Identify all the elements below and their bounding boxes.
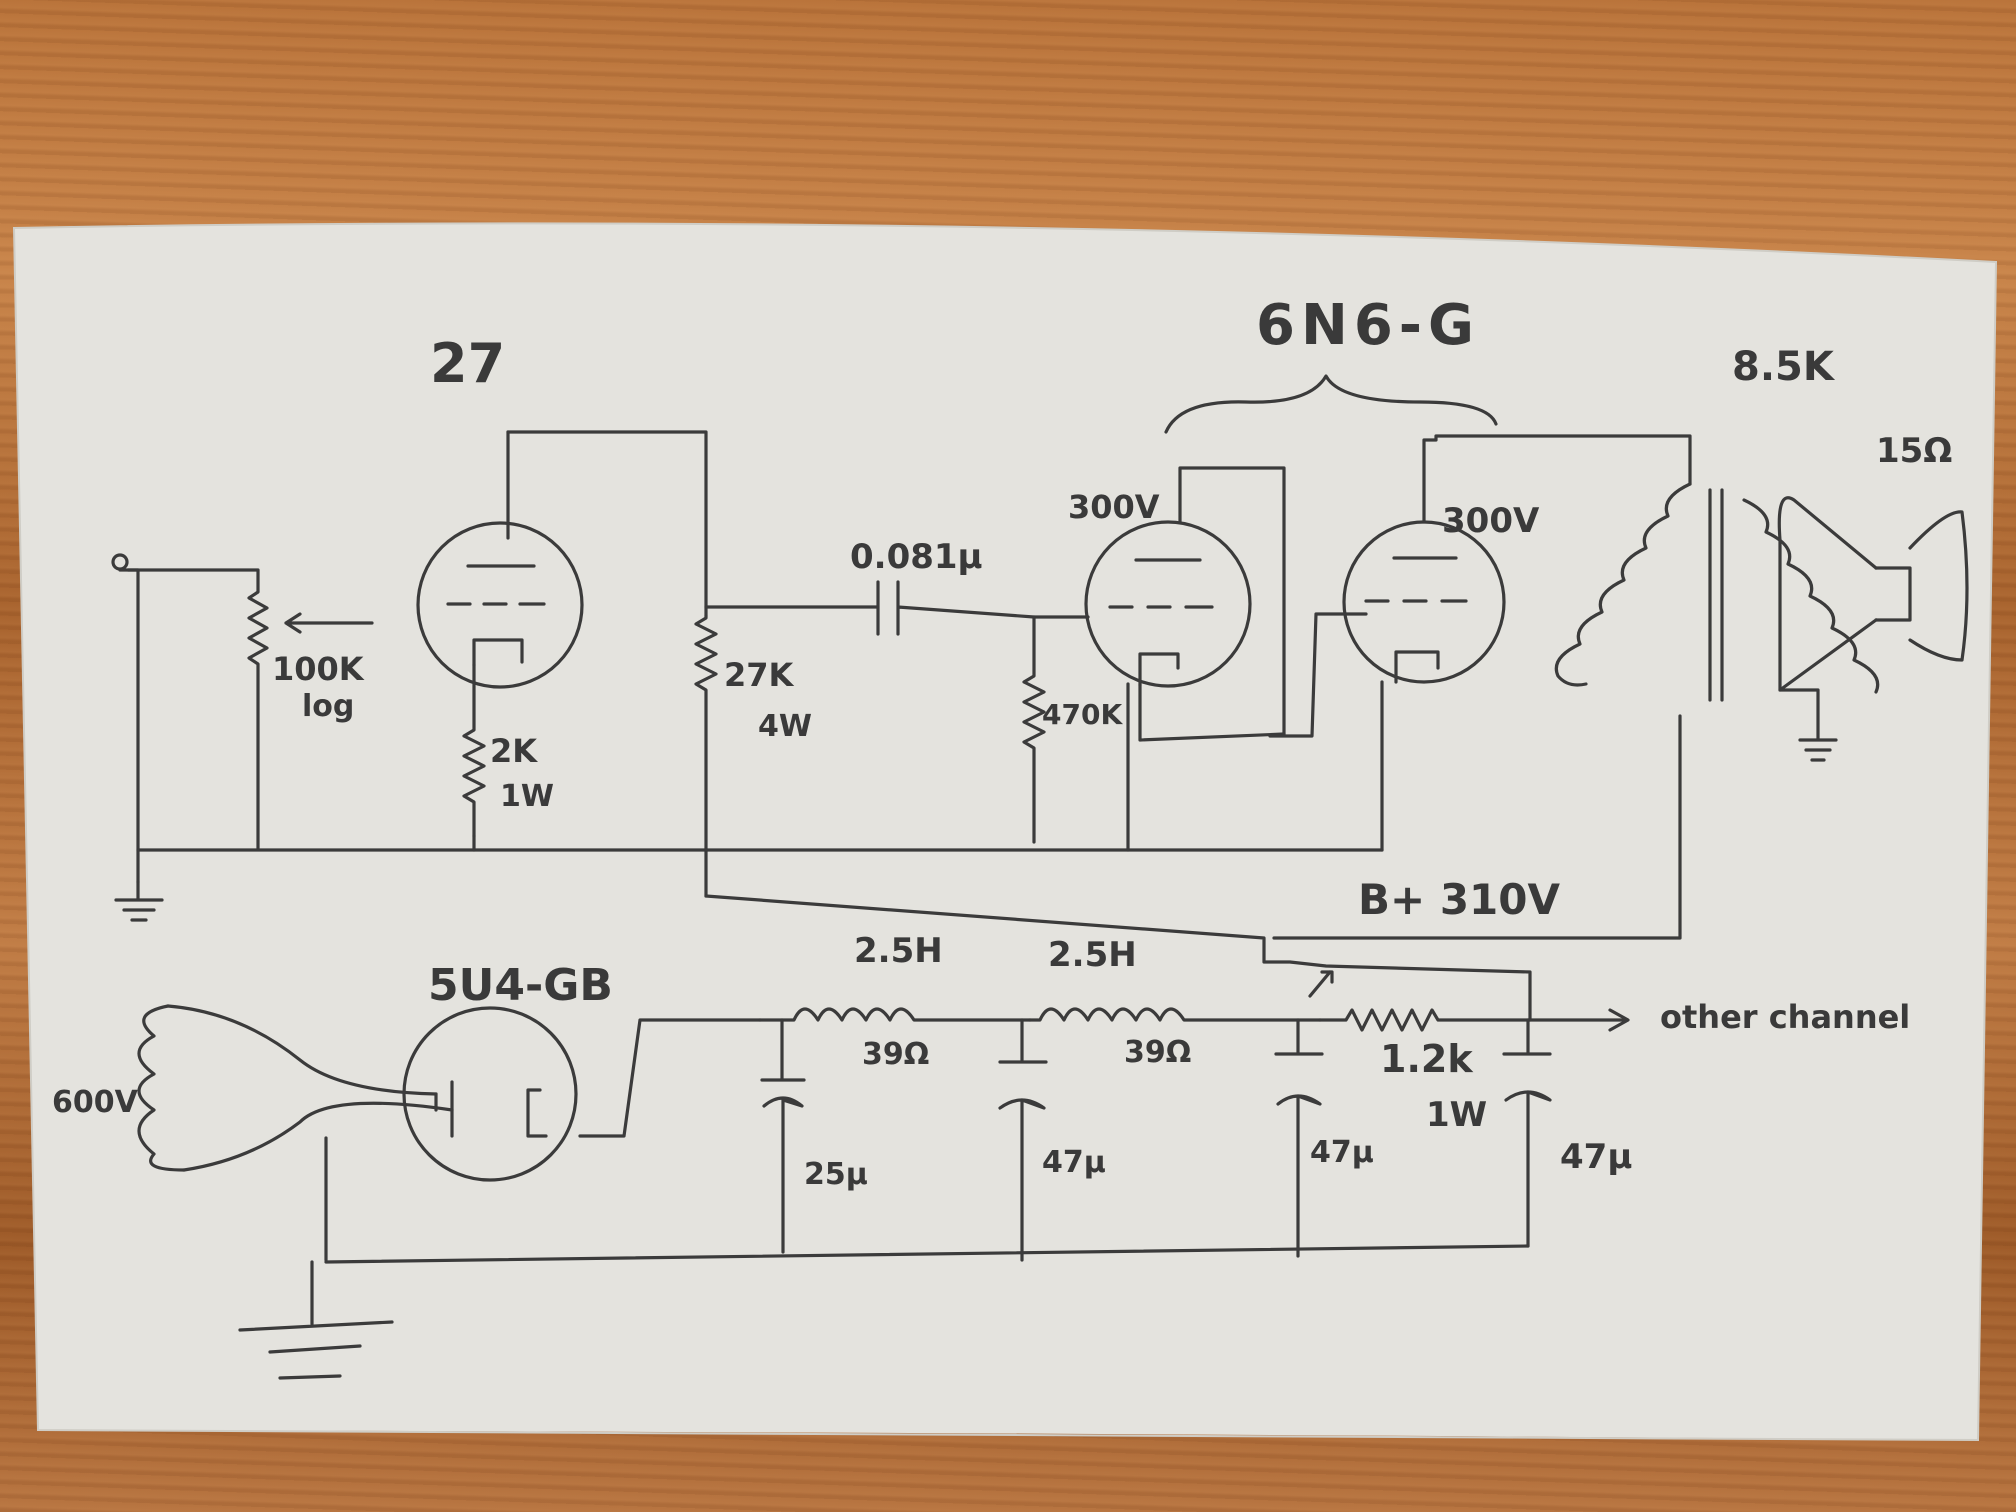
label-dropping-r: 1.2k xyxy=(1380,1037,1473,1081)
filter-capacitor-1 xyxy=(760,1018,806,1254)
label-tube-6n6g: 6N6-G xyxy=(1256,293,1480,358)
grid-resistor xyxy=(1022,615,1046,844)
label-plate-v1: 300V xyxy=(1068,488,1160,526)
label-speaker: 15Ω xyxy=(1876,431,1952,471)
label-plate-v2: 300V xyxy=(1442,501,1540,541)
brace xyxy=(1164,374,1498,434)
label-plate-r: 27K xyxy=(724,656,795,694)
filter-capacitor-3 xyxy=(1274,1018,1324,1258)
label-pot: 100K xyxy=(272,650,365,688)
label-cap1: 25µ xyxy=(804,1157,868,1192)
label-b-plus: B+ 310V xyxy=(1358,875,1560,924)
label-plate-r-w: 4W xyxy=(758,709,812,744)
tube-6n6g-left xyxy=(1084,466,1286,742)
ground-symbol-input xyxy=(114,880,164,922)
label-cap4: 47µ xyxy=(1560,1137,1632,1177)
plate-wire-27 xyxy=(506,430,708,618)
tube-6n6g-right xyxy=(1268,434,1692,738)
tube-27-symbol xyxy=(416,430,584,689)
label-coupling-cap: 0.081µ xyxy=(850,537,983,577)
volume-pot xyxy=(126,568,374,850)
label-output-transformer: 8.5K xyxy=(1732,344,1836,390)
label-choke2: 2.5H xyxy=(1048,935,1137,975)
cathode-resistor xyxy=(462,663,486,838)
label-tube-5u4gb: 5U4-GB xyxy=(428,960,613,1011)
b-plus-line xyxy=(704,894,1532,1022)
label-choke2-r: 39Ω xyxy=(1124,1035,1191,1070)
plate-load-resistor xyxy=(694,614,718,898)
paper-sheet xyxy=(12,222,1998,1442)
filter-capacitor-2 xyxy=(998,1018,1048,1262)
speaker-symbol xyxy=(1777,496,1969,762)
label-other-channel: other channel xyxy=(1660,998,1910,1036)
ground-symbol-psu xyxy=(238,1260,394,1380)
label-grid-r: 470K xyxy=(1042,698,1123,731)
choke-1 xyxy=(758,1007,1032,1022)
label-dropping-r-w: 1W xyxy=(1426,1095,1487,1135)
ground-return xyxy=(324,1244,1530,1264)
label-transformer-v: 600V xyxy=(52,1085,139,1120)
output-transformer xyxy=(1272,482,1880,940)
choke-2 xyxy=(1028,1007,1322,1022)
coupling-capacitor xyxy=(704,580,1090,636)
dropping-resistor xyxy=(1318,1008,1628,1032)
label-cathode-r: 2K xyxy=(490,732,538,770)
label-cathode-r-w: 1W xyxy=(500,779,554,814)
label-choke1: 2.5H xyxy=(854,931,943,971)
filter-capacitor-4 xyxy=(1502,1018,1552,1248)
label-tube-27: 27 xyxy=(430,332,505,395)
label-pot-taper: log xyxy=(302,689,354,724)
label-cap3: 47µ xyxy=(1310,1135,1374,1170)
label-cap2: 47µ xyxy=(1042,1145,1106,1180)
power-transformer-secondary xyxy=(137,1004,454,1262)
label-choke1-r: 39Ω xyxy=(862,1037,929,1072)
